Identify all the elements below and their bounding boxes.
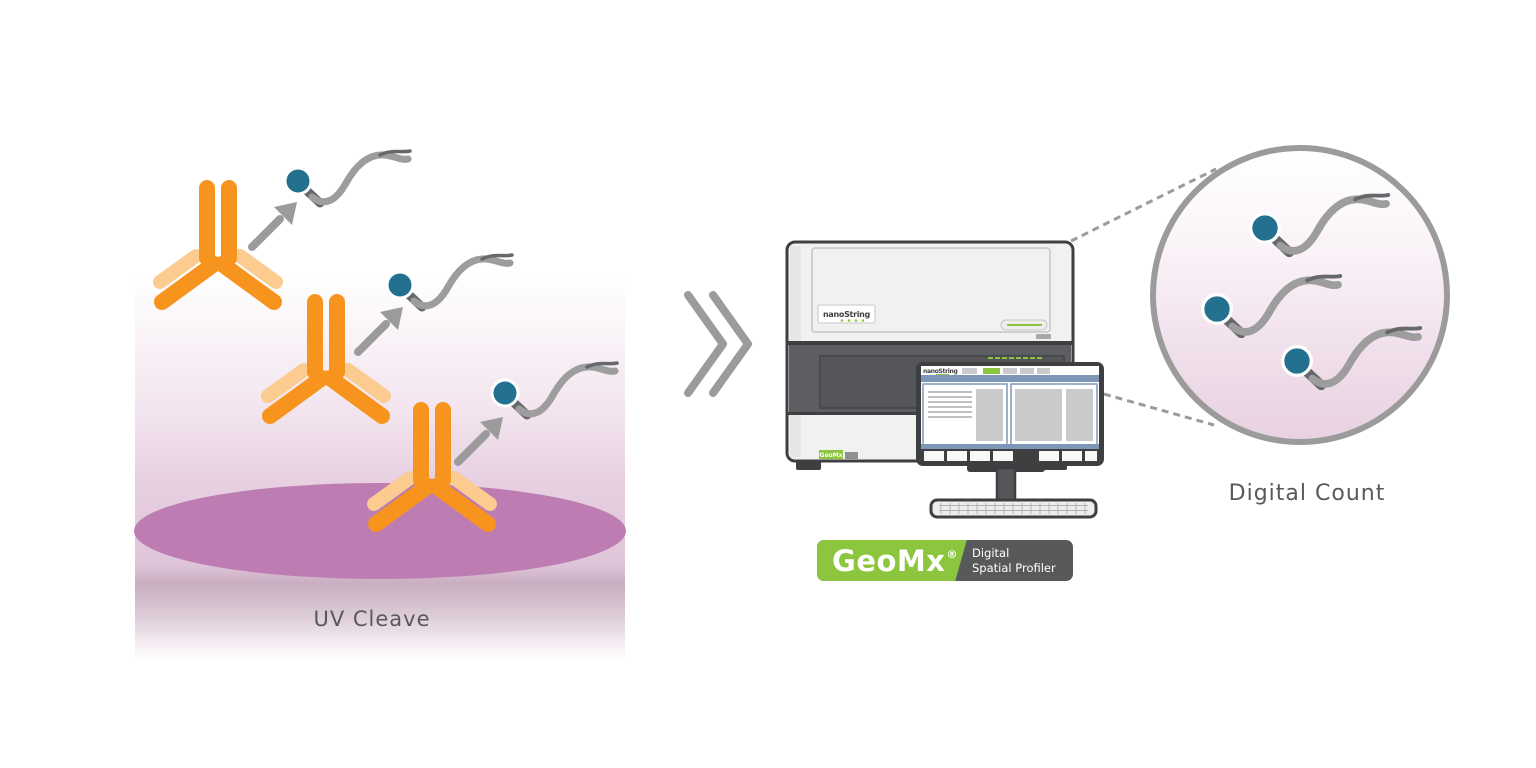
workstation-monitor: nanoString — [916, 362, 1104, 506]
screen-menubar — [921, 375, 1099, 382]
machine-separator — [787, 341, 1073, 345]
screen-right-panel — [1010, 383, 1098, 447]
geomx-wordmark: GeoMx — [832, 543, 946, 578]
uv-illumination-spot — [134, 483, 626, 579]
screen-left-panel — [922, 383, 1008, 447]
digital-count-label: Digital Count — [1228, 481, 1386, 506]
monitor-thumbnail-strip — [924, 451, 1097, 461]
geomx-model-plate: GeoMx — [819, 450, 858, 459]
screen-toolbar-buttons — [962, 368, 1050, 374]
geomx-badge: GeoMx® Digital Spatial Profiler — [817, 540, 1073, 581]
status-light — [1000, 319, 1048, 331]
oligo-tag-icon — [285, 151, 410, 203]
release-arrow-icon — [252, 202, 297, 247]
tissue-gradient-background — [135, 272, 625, 662]
screen-bottom-bar — [921, 444, 1099, 449]
machine-foot — [796, 461, 821, 470]
screen-nanostring-logo: nanoString — [923, 368, 958, 375]
nanostring-logo-plate: nanoString — [817, 304, 876, 324]
registered-mark: ® — [946, 548, 958, 561]
badge-tagline: Digital Spatial Profiler — [972, 546, 1056, 576]
fast-forward-icon — [684, 291, 752, 397]
uv-cleave-panel — [134, 151, 626, 662]
nanostring-logo-text: nanoString — [823, 310, 871, 319]
nanostring-logo-dots — [840, 319, 865, 322]
uv-cleave-label: UV Cleave — [313, 607, 431, 631]
keyboard — [929, 498, 1098, 519]
digital-count-magnifier — [1150, 145, 1450, 445]
magnifier-circle — [1150, 145, 1450, 445]
badge-green-panel — [817, 540, 967, 581]
geomx-model-text: GeoMx — [820, 452, 843, 459]
badge-tagline-line2: Spatial Profiler — [972, 560, 1056, 575]
screen-logo-dots — [936, 374, 949, 376]
machine-latch — [1036, 334, 1051, 339]
machine-front-panel — [811, 247, 1051, 333]
geomx-logo-text: GeoMx® — [827, 540, 963, 581]
callout-dash-top — [1070, 167, 1217, 243]
badge-tagline-line1: Digital — [972, 546, 1010, 560]
